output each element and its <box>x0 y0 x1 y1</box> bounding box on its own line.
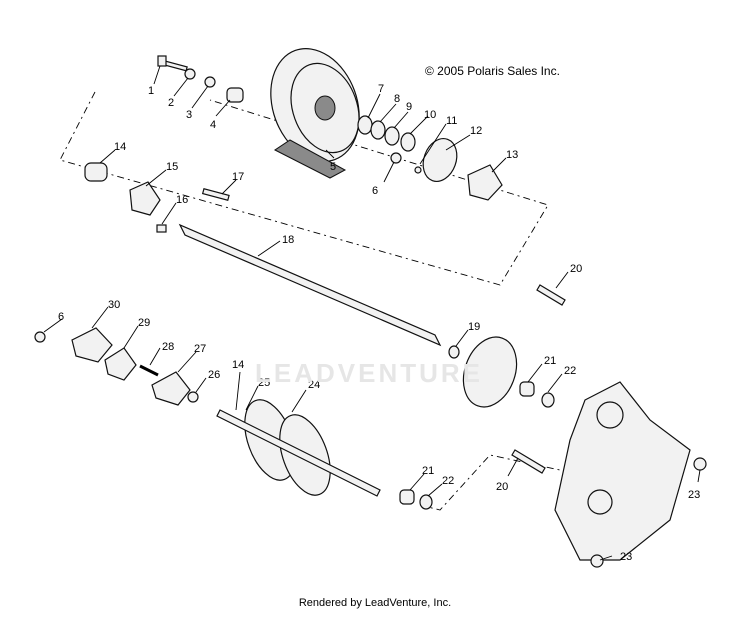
callout-number: 12 <box>470 125 482 137</box>
gasket <box>104 347 137 381</box>
copyright-text: © 2005 Polaris Sales Inc. <box>425 64 560 78</box>
callout-number: 22 <box>442 475 454 487</box>
bolt <box>511 449 546 474</box>
callout-number: 23 <box>620 551 632 563</box>
brake-disc <box>462 336 518 408</box>
washer <box>204 76 216 88</box>
nut <box>390 152 402 164</box>
watermark: LEADVENTURE <box>255 358 484 388</box>
callout-number: 15 <box>166 161 178 173</box>
bearing-plate <box>422 138 458 182</box>
bearing-flange <box>151 371 191 406</box>
callout-number: 1 <box>148 85 154 97</box>
bushing <box>226 87 244 103</box>
washer <box>184 68 196 80</box>
bearing <box>399 489 415 505</box>
callout-number: 23 <box>688 489 700 501</box>
callout-number: 5 <box>330 161 336 173</box>
nut <box>34 331 46 343</box>
callout-number: 7 <box>378 83 384 95</box>
ring <box>370 120 386 140</box>
callout-number: 10 <box>424 109 436 121</box>
seal <box>419 494 433 510</box>
ring <box>400 132 416 152</box>
callout-number: 29 <box>138 317 150 329</box>
callout-number: 3 <box>186 109 192 121</box>
bolt <box>536 284 566 306</box>
bolt <box>156 224 167 233</box>
callout-number: 25 <box>258 377 270 389</box>
callout-number: 22 <box>564 365 576 377</box>
callout-number: 28 <box>162 341 174 353</box>
assembly-outline-upper <box>59 91 549 286</box>
callout-number: 2 <box>168 97 174 109</box>
chaincase-bore <box>587 489 613 515</box>
callout-number: 11 <box>446 115 457 127</box>
callout-number: 8 <box>394 93 400 105</box>
ring <box>384 126 400 146</box>
callout-number: 6 <box>372 185 378 197</box>
callout-number: 4 <box>210 119 216 131</box>
drive-shaft <box>178 223 442 347</box>
driven-pulley <box>270 48 360 179</box>
callout-number: 13 <box>506 149 518 161</box>
nut <box>590 554 604 568</box>
bearing <box>519 381 535 397</box>
ring <box>357 115 373 135</box>
bolt <box>157 55 188 72</box>
key <box>201 187 230 201</box>
seal <box>541 392 555 408</box>
footer-credit: Rendered by LeadVenture, Inc. <box>298 597 452 609</box>
callout-number: 16 <box>176 194 188 206</box>
ring <box>448 345 460 359</box>
seal <box>187 391 199 403</box>
callout-number: 26 <box>208 369 220 381</box>
callout-number: 24 <box>308 379 320 391</box>
callout-number: 21 <box>544 355 556 367</box>
callout-number: 17 <box>232 171 244 183</box>
chaincase-bore <box>596 401 624 429</box>
callout-number: 30 <box>108 299 120 311</box>
bearing-flange <box>71 327 113 363</box>
callout-number: 20 <box>570 263 582 275</box>
nut <box>693 457 707 471</box>
bearing-flange <box>129 181 161 216</box>
callout-number: 20 <box>496 481 508 493</box>
callout-number: 19 <box>468 321 480 333</box>
washer <box>414 166 422 174</box>
assembly-outline-lower <box>419 454 561 511</box>
bearing <box>84 162 108 182</box>
callout-number: 14 <box>114 141 126 153</box>
track-drive-sprocket <box>216 399 381 497</box>
callout-number: 21 <box>422 465 434 477</box>
spring-pin <box>139 364 159 377</box>
callout-labels: 1 2 3 4 7 8 9 10 11 12 13 14 15 16 17 6 … <box>58 83 700 563</box>
chaincase <box>554 381 691 561</box>
callout-number: 14 <box>232 359 244 371</box>
callout-number: 27 <box>194 343 206 355</box>
callout-number: 18 <box>282 234 294 246</box>
bearing-flange <box>467 164 503 201</box>
leader-lines <box>43 65 701 561</box>
callout-number: 9 <box>406 101 412 113</box>
callout-number: 6 <box>58 311 64 323</box>
